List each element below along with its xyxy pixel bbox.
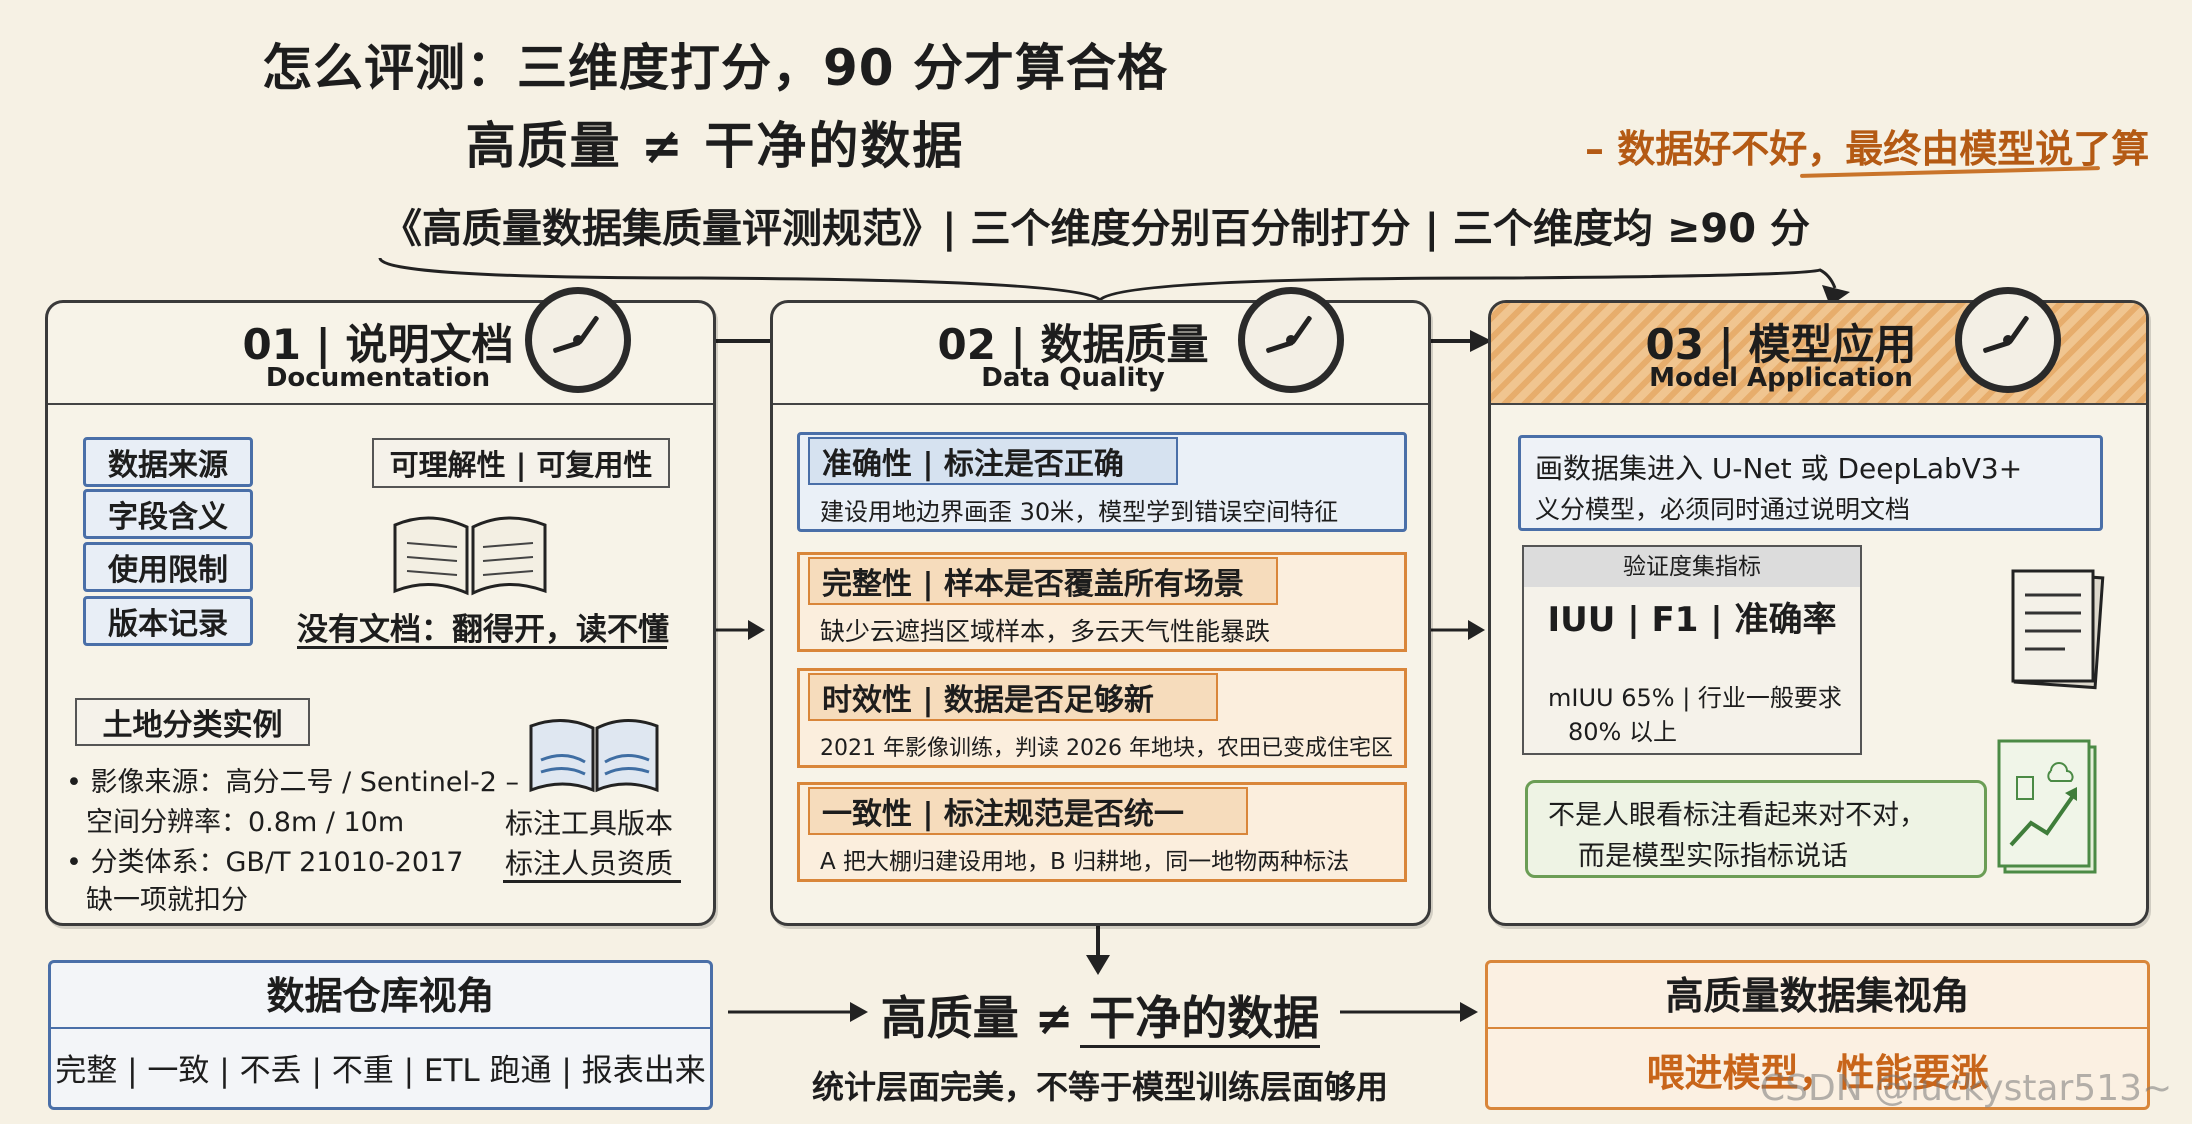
panel-data-quality-title: 02 | 数据质量 (937, 320, 1209, 369)
item-timeliness-detail: 2021 年影像训练，判读 2026 年地块，农田已变成住宅区 (820, 736, 1393, 761)
side-note: – 数据好不好，最终由模型说了算 (1585, 127, 2150, 171)
speech-line-1: 不是人眼看标注看起来对不对， (1548, 800, 1926, 831)
speech-line-2: 而是模型实际指标说话 (1578, 841, 1848, 872)
item-consistency-head: 一致性 | 标注规范是否统一 (808, 787, 1248, 835)
no-doc-underline (297, 646, 667, 649)
main-title-formula: 高质量 ≠ 干净的数据 (465, 117, 965, 175)
dataset-view-box (1485, 960, 2150, 1110)
no-doc-note: 没有文档：翻得开，读不懂 (297, 612, 669, 648)
tool-line-2: 标注人员资质 (505, 847, 674, 880)
center-formula: 高质量 ≠ 干净的数据 (880, 991, 1320, 1045)
panel-documentation-header (48, 303, 713, 405)
metric-line-2: 80% 以上 (1568, 718, 1677, 746)
tag-version-record: 版本记录 (83, 596, 253, 646)
tool-underline (503, 880, 681, 883)
item-timeliness-head: 时效性 | 数据是否足够新 (808, 673, 1218, 721)
intro-line-1: 画数据集进入 U-Net 或 DeepLabV3+ (1535, 452, 2023, 485)
clock-icon-2 (1238, 287, 1344, 393)
dataset-view-detail: 喂进模型，性能要涨 (1646, 1051, 1989, 1095)
metric-header: 验证度集指标 (1524, 547, 1860, 587)
panel-model-application-title: 03 | 模型应用 (1645, 320, 1917, 369)
metric-main: IUU | F1 | 准确率 (1547, 600, 1837, 640)
intro-line-2: 义分模型，必须同时通过说明文档 (1535, 495, 1911, 524)
blue-book-icon (529, 718, 659, 793)
warehouse-view-box (48, 960, 713, 1110)
item-accuracy-head: 准确性 | 标注是否正确 (808, 437, 1178, 485)
clock-icon-3 (1955, 287, 2061, 393)
panel-documentation-subtitle: Documentation (265, 363, 491, 393)
item-completeness-head: 完整性 | 样本是否覆盖所有场景 (808, 557, 1278, 605)
growth-chart-icon (1997, 739, 2097, 874)
panel-documentation-title: 01 | 说明文档 (242, 320, 514, 369)
example-line-4: 缺一项就扣分 (86, 885, 248, 916)
intro-box (1518, 435, 2103, 531)
center-formula-underline (1080, 1045, 1320, 1048)
warehouse-view-title: 数据仓库视角 (48, 965, 713, 1029)
example-title: 土地分类实例 (75, 698, 310, 746)
example-line-1: • 影像来源：高分二号 / Sentinel-2 – (66, 767, 519, 798)
clock-icon (525, 287, 631, 393)
panel-data-quality-subtitle: Data Quality (981, 363, 1165, 393)
watermark: CSDN @luckystar513~ (1760, 1068, 2173, 1109)
result-box: 可理解性 | 可复用性 (372, 438, 670, 488)
dataset-view-title: 高质量数据集视角 (1485, 965, 2150, 1029)
item-completeness-detail: 缺少云遮挡区域样本，多云天气性能暴跌 (820, 617, 1271, 646)
panel-data-quality-header (773, 303, 1428, 405)
speech-bubble (1525, 780, 1987, 878)
tag-field-meaning: 字段含义 (83, 489, 253, 539)
tool-line-1: 标注工具版本 (505, 807, 674, 840)
warehouse-view-detail: 完整 | 一致 | 不丢 | 不重 | ETL 跑通 | 报表出来 (55, 1053, 706, 1089)
example-line-2: 空间分辨率：0.8m / 10m (86, 807, 405, 838)
item-consistency-detail: A 把大棚归建设用地，B 归耕地，同一地物两种标法 (820, 849, 1350, 875)
main-title: 怎么评测：三维度打分，90 分才算合格 (262, 39, 1168, 97)
tag-data-source: 数据来源 (83, 437, 253, 487)
center-detail: 统计层面完美，不等于模型训练层面够用 (811, 1068, 1388, 1106)
metric-line-1: mIUU 65% | 行业一般要求 (1548, 684, 1842, 712)
subtitle: 《高质量数据集质量评测规范》| 三个维度分别百分制打分 | 三个维度均 ≥90 … (381, 206, 1811, 252)
tag-usage-limits: 使用限制 (83, 542, 253, 592)
report-document-icon (2011, 569, 2105, 690)
open-book-icon (393, 516, 547, 596)
item-accuracy-detail: 建设用地边界画歪 30米，模型学到错误空间特征 (820, 498, 1339, 526)
example-line-3: • 分类体系：GB/T 21010-2017 (66, 847, 464, 878)
panel-model-application-subtitle: Model Application (1649, 363, 1913, 393)
